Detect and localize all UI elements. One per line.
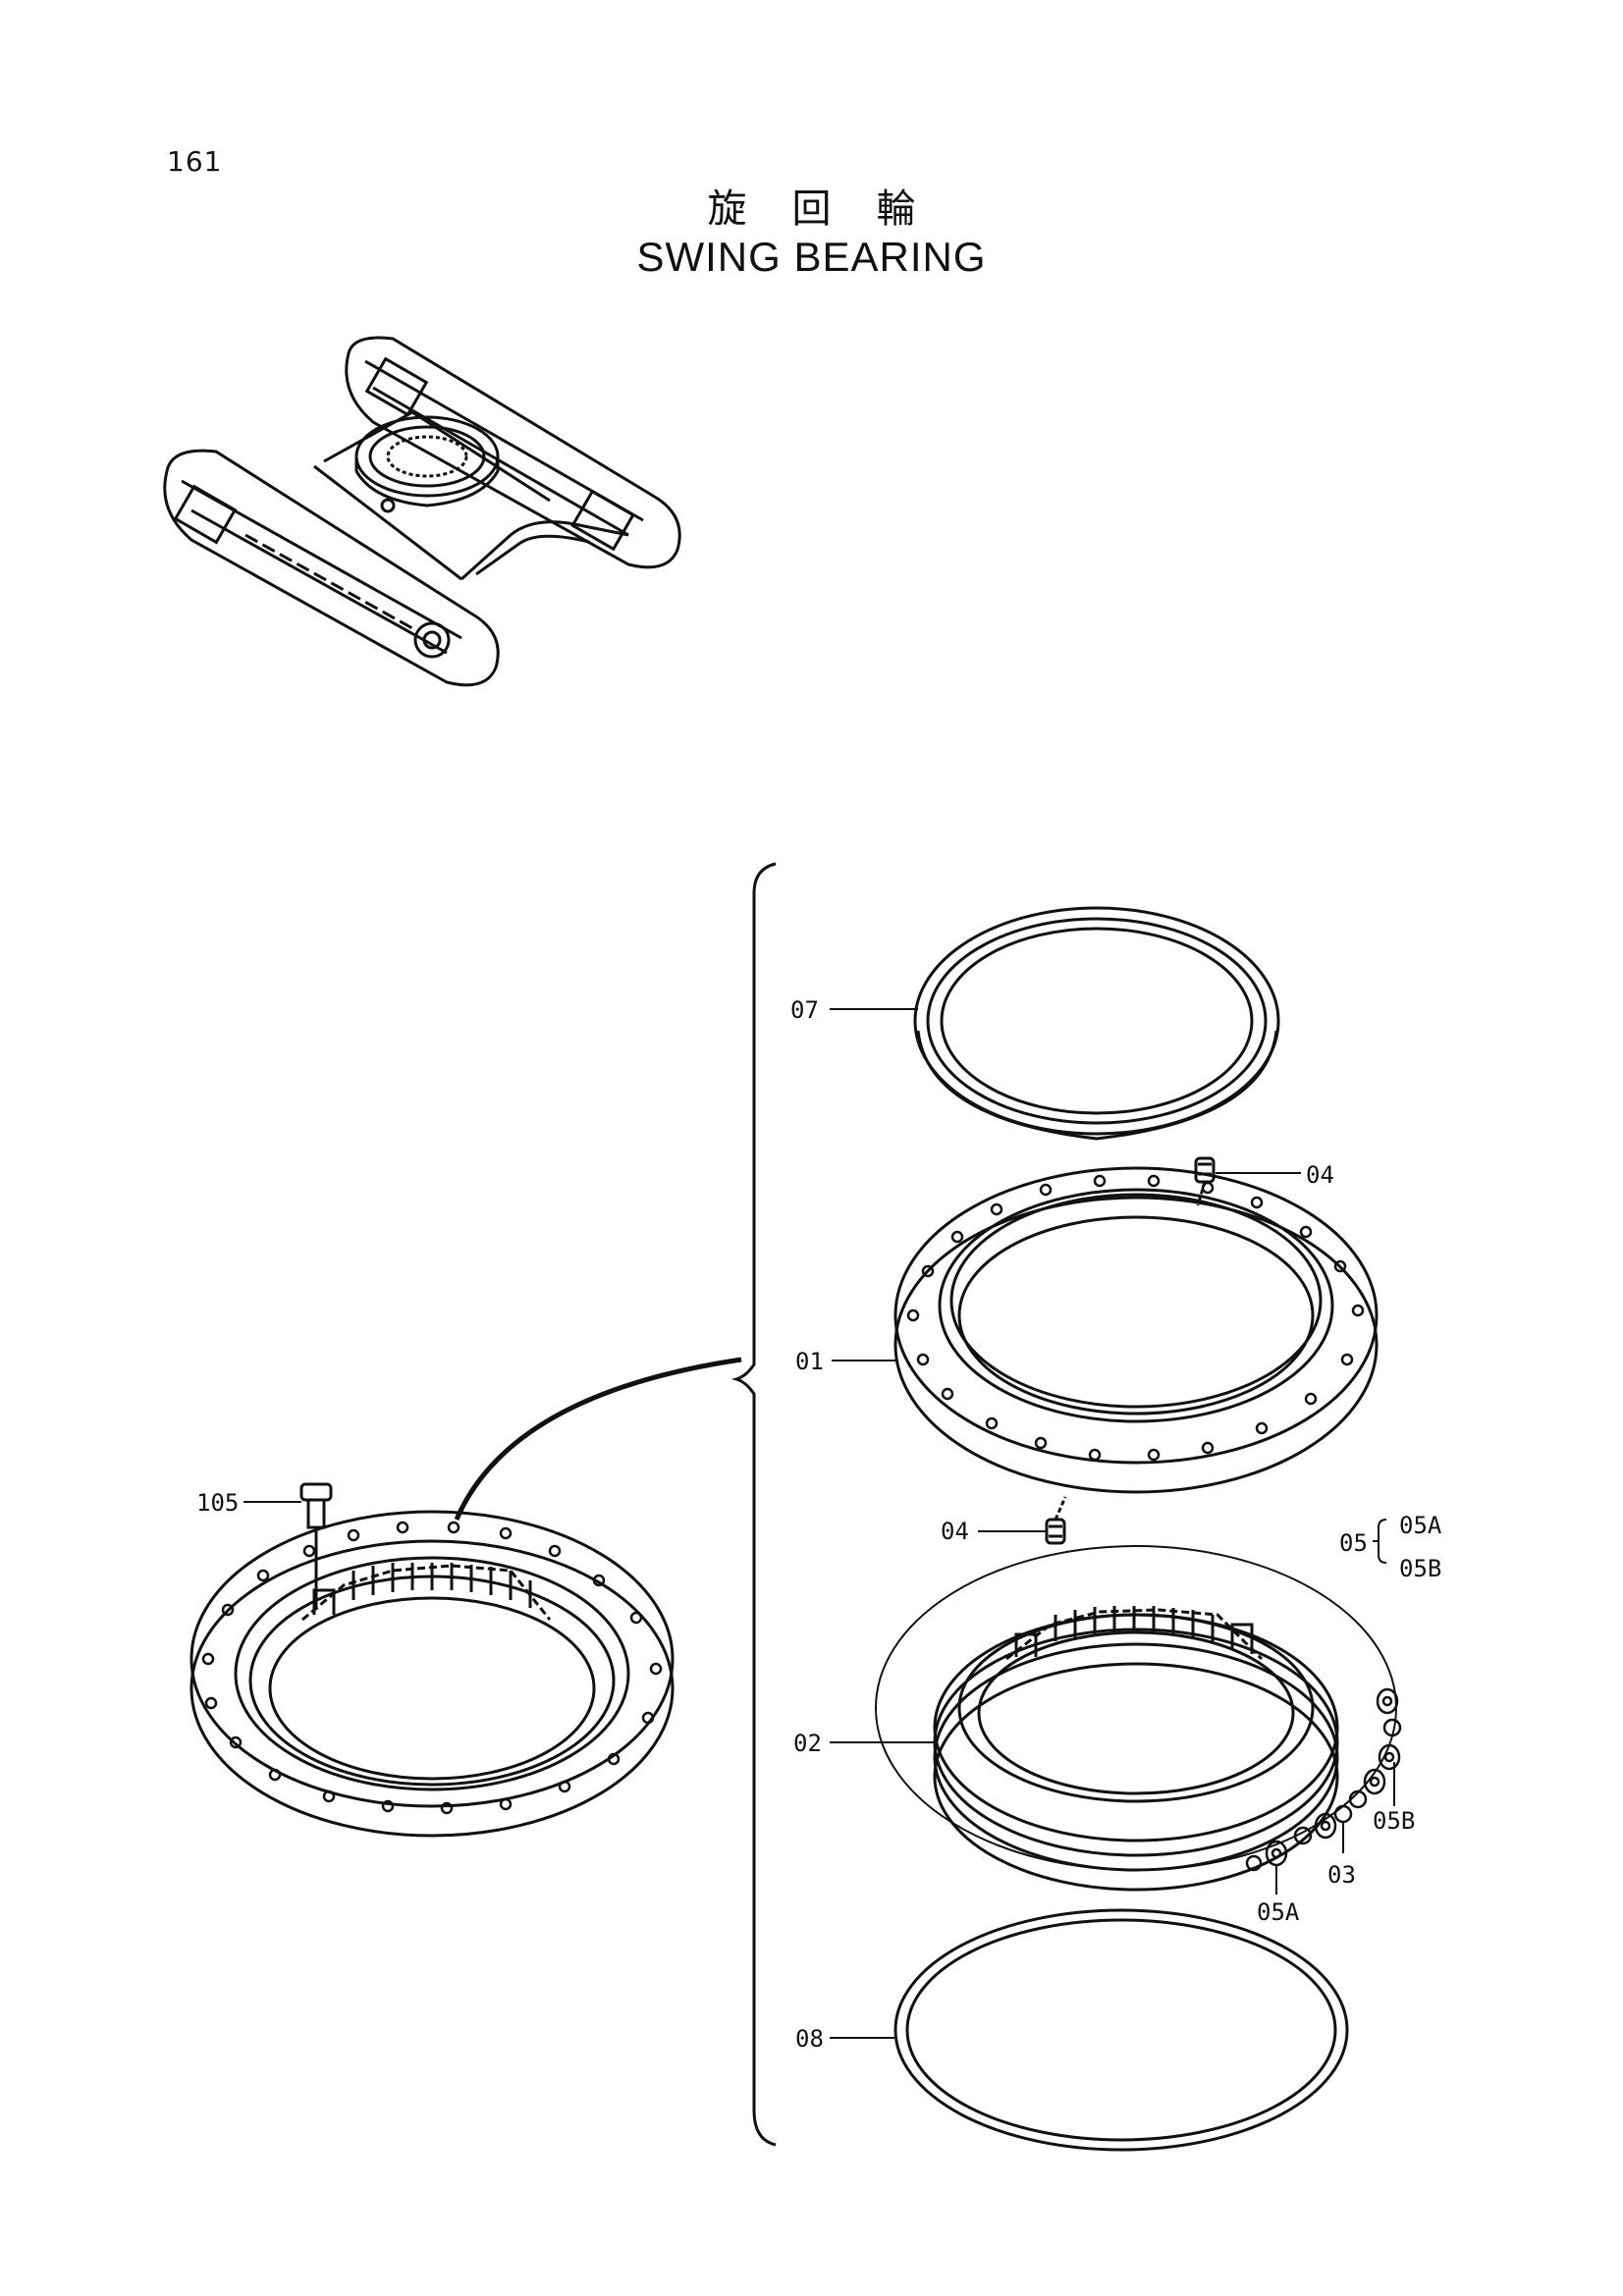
connector-curve — [454, 1357, 742, 1521]
undercarriage-illustration — [163, 336, 681, 687]
seal-ring-08 — [893, 1908, 1349, 2152]
grease-fitting-04-top — [1194, 1156, 1216, 1206]
callout-08: 08 — [795, 2025, 824, 2053]
page-number: 161 — [167, 145, 223, 178]
callout-04-bottom: 04 — [941, 1518, 969, 1545]
callout-labels: 07 04 01 105 04 05 05A 05B 02 05B 03 05A… — [196, 996, 1442, 2053]
outer-race-01 — [893, 1166, 1379, 1494]
inner-race-assembled — [189, 1510, 675, 1838]
balls-and-plugs — [1245, 1687, 1402, 1872]
seal-ring-07 — [913, 906, 1280, 1141]
callout-07: 07 — [790, 996, 819, 1024]
grease-fitting-04-bottom — [1045, 1496, 1067, 1545]
callout-05b: 05B — [1373, 1807, 1415, 1835]
callout-03: 03 — [1327, 1861, 1356, 1889]
callout-105: 105 — [196, 1489, 239, 1517]
title-english: SWING BEARING — [636, 234, 987, 280]
callout-05b-group: 05B — [1399, 1555, 1441, 1582]
title-japanese: 旋回輪 — [707, 187, 961, 232]
callout-05: 05 — [1339, 1529, 1368, 1557]
callout-02: 02 — [793, 1730, 822, 1757]
assembly-bracket — [730, 862, 777, 2147]
callout-04-top: 04 — [1306, 1161, 1334, 1189]
callout-01: 01 — [795, 1348, 824, 1375]
leader-lines — [243, 1008, 1395, 2039]
callout-05a-group: 05A — [1399, 1512, 1442, 1539]
callout-05a: 05A — [1257, 1898, 1300, 1926]
bolt-105 — [299, 1482, 333, 1610]
inner-race-02 — [875, 1545, 1397, 1892]
